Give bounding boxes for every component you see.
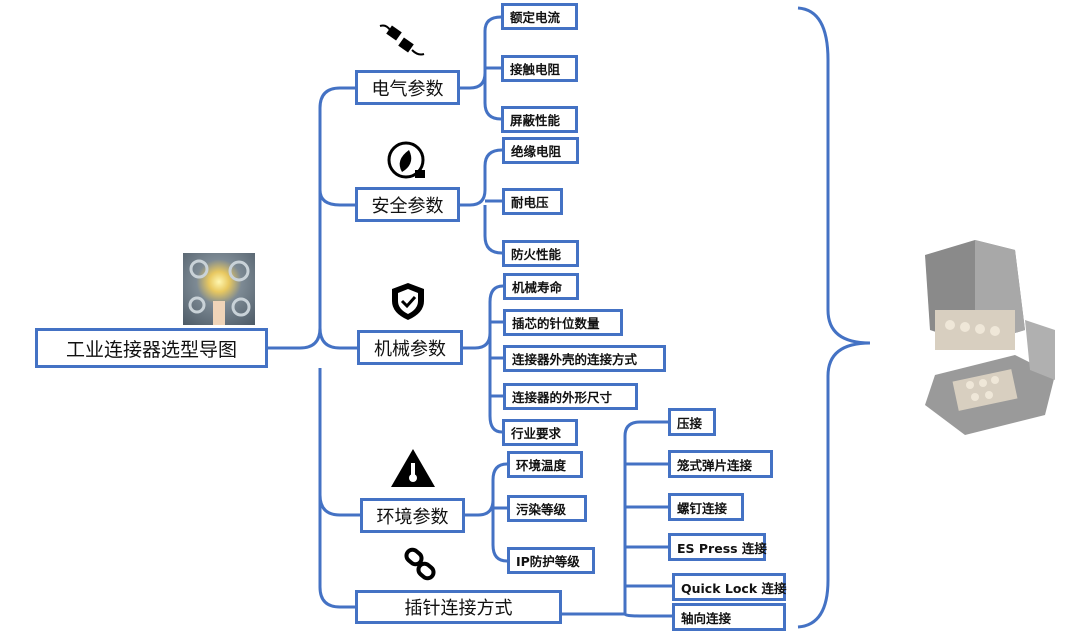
category-environment[interactable]: 环境参数 [360,498,465,533]
leaf-node[interactable]: 螺钉连接 [668,493,744,521]
leaf-node[interactable]: IP防护等级 [507,547,595,574]
category-safety[interactable]: 安全参数 [355,187,460,222]
leaf-node[interactable]: 额定电流 [501,3,578,30]
leaf-node[interactable]: 接触电阻 [501,55,578,82]
leaf-node[interactable]: 笼式弹片连接 [668,450,773,478]
root-node[interactable]: 工业连接器选型导图 [35,328,268,368]
leaf-node[interactable]: 防火性能 [502,240,579,267]
eco-plug-icon [387,141,425,179]
leaf-node[interactable]: ES Press 连接 [668,533,767,561]
category-electrical[interactable]: 电气参数 [355,70,460,105]
leaf-node[interactable]: 耐电压 [502,188,563,215]
chain-link-icon [404,547,436,581]
thermometer-warning-icon [391,449,435,487]
category-mechanical[interactable]: 机械参数 [357,330,463,365]
leaf-node[interactable]: 屏蔽性能 [501,106,578,133]
leaf-node[interactable]: 污染等级 [507,495,587,522]
root-image [183,253,255,325]
category-pin-connection[interactable]: 插针连接方式 [355,590,562,624]
leaf-node[interactable]: 插芯的针位数量 [503,309,623,336]
leaf-node[interactable]: Quick Lock 连接 [672,573,787,601]
leaf-node[interactable]: 压接 [668,408,716,436]
plug-icon [379,24,425,56]
shield-check-icon [392,283,424,320]
leaf-node[interactable]: 机械寿命 [503,273,579,300]
leaf-node[interactable]: 连接器的外形尺寸 [503,383,638,410]
leaf-node[interactable]: 连接器外壳的连接方式 [503,345,666,372]
leaf-node[interactable]: 环境温度 [507,451,583,478]
gears-icon [188,259,251,325]
leaf-node[interactable]: 行业要求 [502,419,578,446]
leaf-node[interactable]: 绝缘电阻 [502,137,579,164]
connector-product-image [925,240,1055,435]
leaf-node[interactable]: 轴向连接 [672,603,786,631]
